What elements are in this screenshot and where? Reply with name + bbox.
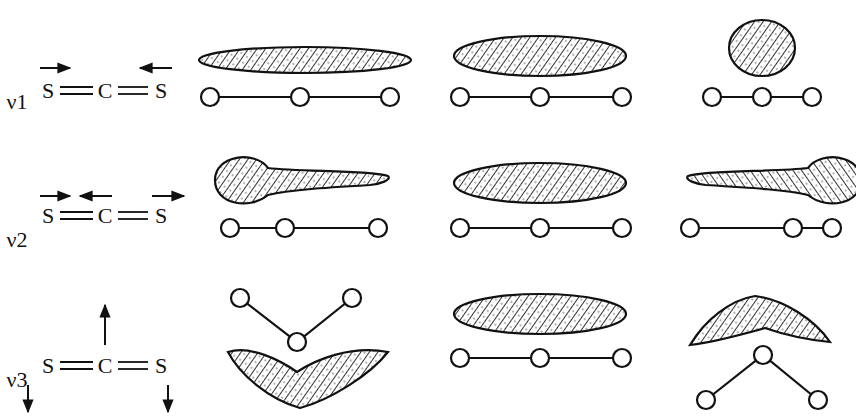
atom-symbol: S <box>155 355 167 377</box>
mode-label: ν3 <box>7 369 28 391</box>
charge-clouds <box>199 20 856 408</box>
molecule-models <box>201 88 841 409</box>
atom-symbol: S <box>155 80 167 102</box>
atom-symbol: C <box>98 80 113 102</box>
atom-symbol: S <box>155 205 167 227</box>
atom-symbol: S <box>42 205 54 227</box>
atom-symbol: S <box>42 80 54 102</box>
atom-symbol: C <box>98 355 113 377</box>
mode-label: ν2 <box>7 229 28 251</box>
bonds <box>60 87 148 369</box>
atom-symbol: C <box>98 205 113 227</box>
mode-label: ν1 <box>7 91 28 113</box>
displacement-arrows <box>28 68 184 412</box>
atom-symbol: S <box>42 355 54 377</box>
